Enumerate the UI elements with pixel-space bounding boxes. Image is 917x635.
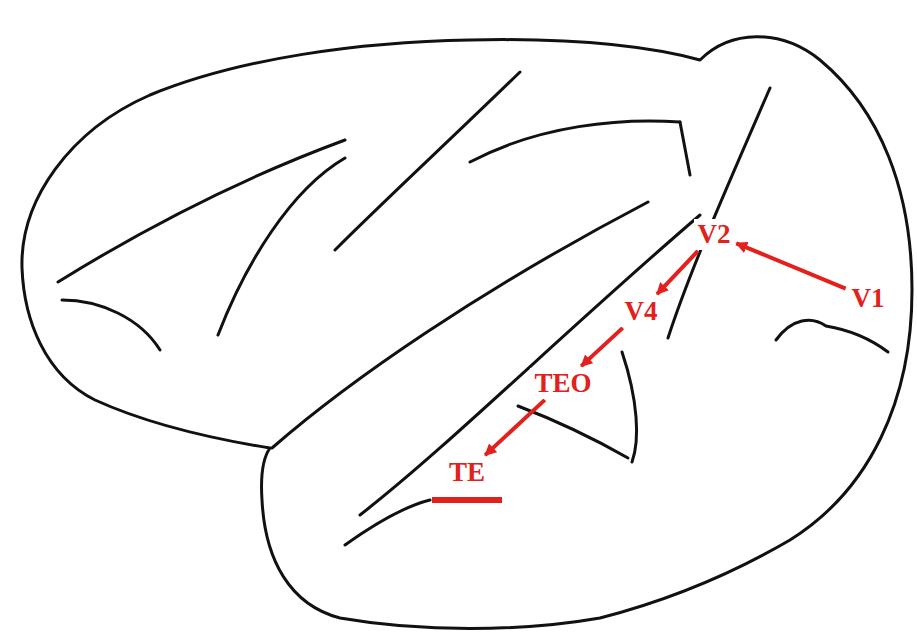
- lunate-sulcus: [668, 88, 770, 338]
- area-label: TEO: [530, 368, 595, 399]
- area-name: V2: [698, 221, 731, 248]
- pathway-arrow: [581, 328, 622, 366]
- te-underline-bar: [432, 497, 502, 503]
- principal-sulcus: [58, 140, 345, 282]
- superior-temporal-sulcus: [360, 215, 700, 515]
- sylvian-fissure: [272, 202, 648, 448]
- inferior-occipital-sulcus: [622, 352, 637, 462]
- pathway-arrow: [736, 243, 845, 288]
- intraparietal-sulcus: [470, 121, 680, 162]
- brain-contour: [22, 37, 912, 629]
- anterior-middle-temporal-sulcus: [345, 500, 430, 545]
- area-name: TE: [449, 459, 485, 486]
- area-label: V2: [694, 219, 735, 250]
- area-label: TE: [445, 457, 489, 488]
- intraparietal-branch: [680, 122, 690, 175]
- central-sulcus: [335, 72, 520, 250]
- pathway-arrow: [657, 251, 698, 294]
- area-name: TEO: [534, 370, 591, 397]
- area-name: V4: [625, 298, 658, 325]
- orbital-sulcus: [62, 300, 160, 350]
- area-name: V1: [852, 285, 885, 312]
- occipitotemporal-sulcus: [518, 406, 628, 458]
- area-label: V4: [621, 296, 662, 327]
- area-label: V1: [848, 283, 889, 314]
- calcarine-sulcus: [776, 320, 888, 352]
- pathway-arrow: [485, 400, 545, 455]
